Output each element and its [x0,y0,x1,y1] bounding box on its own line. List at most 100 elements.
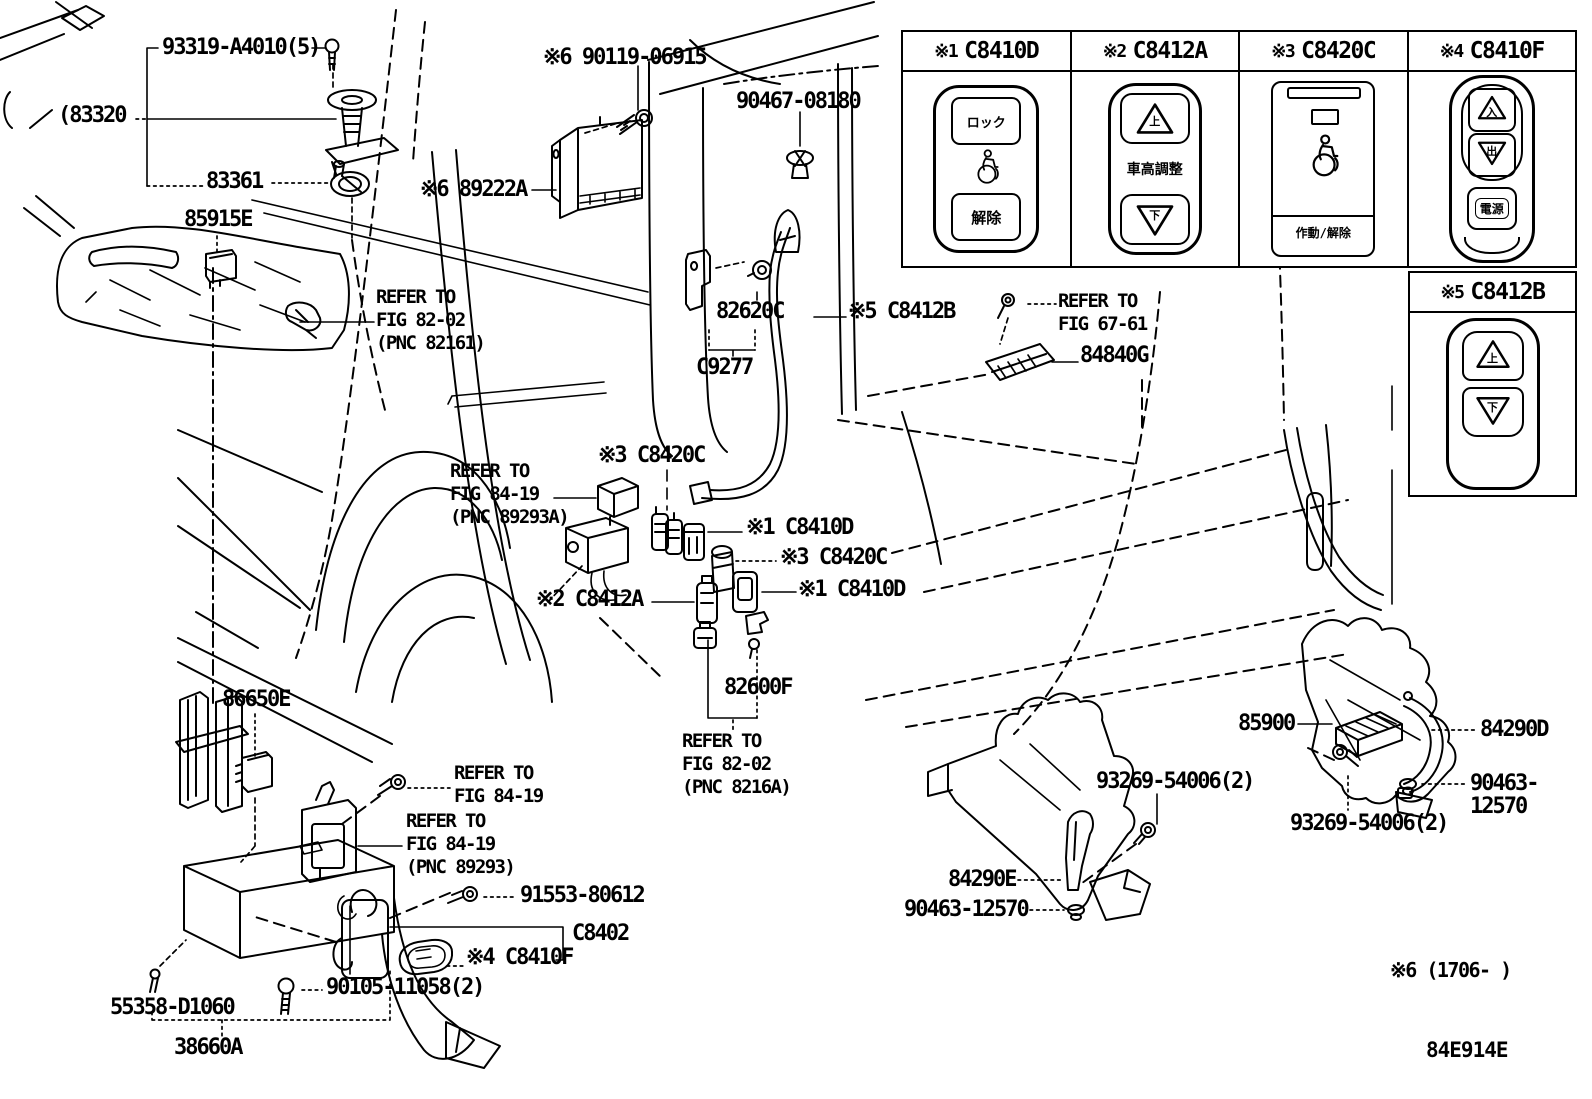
up-kanji: 上 [1487,352,1498,366]
lower-button: 下 [1119,194,1190,245]
wheelchair-icon [968,147,1004,191]
part-icon-bracket-82620c [685,249,772,311]
up-triangle-icon [1473,339,1513,374]
down-triangle-icon [1476,140,1508,170]
label-c8410d-1: ※1 C8410D [746,515,854,540]
legend-header-c8410d: ※1 C8410D [903,32,1070,72]
legend-cell-c8410f: ※4 C8410F 入 出 電源 [1408,32,1575,266]
remote-control-graphic: 入 出 電源 [1448,75,1535,263]
hidden-lines [159,9,1349,967]
label-c8410f: ※4 C8410F [466,945,574,970]
part-icon-connector-c8410d-1 [683,523,705,561]
part-icon-ecu-89222a [551,116,643,219]
down-kanji: 下 [1149,208,1161,222]
figure-code: 84E914E [1426,1038,1509,1062]
part-icon-nut-90463-l [1067,904,1085,921]
label-c8420c-2: ※3 C8420C [780,545,888,570]
out-kanji: 出 [1486,145,1498,159]
up-kanji: 上 [1149,114,1161,128]
vehicle-outline [0,1,1457,1069]
part-code: C8420C [1301,38,1377,64]
ref-mark: ※1 [934,40,958,62]
legend-header-c8412a: ※2 C8412A [1071,32,1238,72]
part-icon-relay-89293 [301,781,357,883]
legend-body-c8410d: ロック 解除 [903,72,1070,266]
leader-lines [135,47,1477,1037]
part-code: C8412B [1470,279,1546,305]
part-code: C8412A [1132,38,1209,64]
label-83320: (83320 [58,103,127,128]
part-icon-screw-91553 [447,886,478,904]
part-icon-grommet-90467 [786,150,814,179]
label-83361: 83361 [206,169,264,194]
indicator-window [1311,109,1340,125]
part-icon-ecu-c8402 [332,889,389,979]
in-button: 入 [1467,87,1516,132]
part-icon-relay-85915e [205,249,237,289]
part-icon-screw-90119 [616,109,653,135]
part-icon-fuel-sender [325,89,399,175]
operate-release-label: 作動/解除 [1273,215,1374,247]
part-icon-relay-89293a [565,477,639,601]
ref-mark: ※3 [1271,40,1295,62]
label-84840g: 84840G [1080,343,1149,368]
part-icons [149,38,1444,1015]
label-c8412b: ※5 C8412B [848,299,956,324]
height-switch-graphic: 上 車高調整 下 [1107,83,1202,255]
legend-body-c8412a: 上 車高調整 下 [1072,72,1239,266]
label-c8420c-1: ※3 C8420C [598,443,706,468]
part-icon-switch-84840g [985,293,1055,381]
label-90463-12570-l: 90463-12570 [904,897,1030,922]
wheelchair-icon [1301,131,1345,185]
part-code: C8410F [1469,38,1546,64]
label-93319-a4010: 93319-A4010(5) [162,35,321,60]
label-90467-08180: 90467-08180 [736,89,862,114]
label-c8412a: ※2 C8412A [536,587,644,612]
label-refer-82-02-82161: REFER TO FIG 82-02 (PNC 82161) [376,286,486,355]
part-icon-bracket-82600f-screw [745,611,769,659]
down-triangle-icon [1134,203,1176,237]
label-55358-d1060: 55358-D1060 [110,995,236,1020]
part-icon-screw-8419 [377,774,406,796]
label-refer-84-19b: REFER TO FIG 84-19 [454,762,544,808]
label-c8402: C8402 [572,921,630,946]
part-icon-ring-83361 [330,160,370,197]
label-86650e: 86650E [222,687,291,712]
label-c8410d-2: ※1 C8410D [798,577,906,602]
part-icon-connector-c8420c-1 [651,506,683,555]
label-82620c: 82620C [716,299,785,324]
lock-button: ロック [951,97,1022,145]
part-icon-nut-90463-r [1399,778,1417,796]
label-38660a: 38660A [174,1035,243,1060]
part-code: C8410D [964,38,1040,64]
label-refer-84-19a: REFER TO FIG 84-19 (PNC 89293A) [450,460,570,529]
label-84290e: 84290E [948,867,1017,892]
up-triangle-icon [1476,95,1508,125]
remote-simple-graphic: 上 下 [1445,318,1540,490]
part-icon-screw-93319 [324,38,340,71]
legend-header-c8420c: ※3 C8420C [1240,32,1407,72]
panel-lip [1287,87,1362,99]
label-85900: 85900 [1238,711,1296,736]
part-icon-screw-93269-l [1133,822,1156,845]
power-label: 電源 [1474,197,1509,219]
label-refer-82-02-8216a: REFER TO FIG 82-02 (PNC 8216A) [682,730,792,799]
up-triangle-icon [1134,102,1176,136]
lock-switch-graphic: ロック 解除 [933,85,1040,253]
legend-header-c8412b: ※5 C8412B [1410,273,1575,313]
legend-cell-c8412b: ※5 C8412B 上 下 [1408,271,1577,497]
legend-body-c8420c: 作動/解除 [1240,72,1407,266]
label-84290d: 84290D [1480,717,1549,742]
ref-mark: ※4 [1439,40,1464,62]
out-button: 出 [1467,133,1516,178]
part-icon-screw-93269-r [1332,744,1359,767]
height-adjust-label: 車高調整 [1126,162,1183,178]
panel-switch-graphic: 作動/解除 [1271,81,1376,257]
part-icon-clip-82161 [284,301,322,339]
label-82600f: 82600F [724,675,793,700]
down-triangle-icon [1473,395,1513,430]
label-85915e: 85915E [184,207,253,232]
part-icon-connector-82600f [693,621,717,649]
